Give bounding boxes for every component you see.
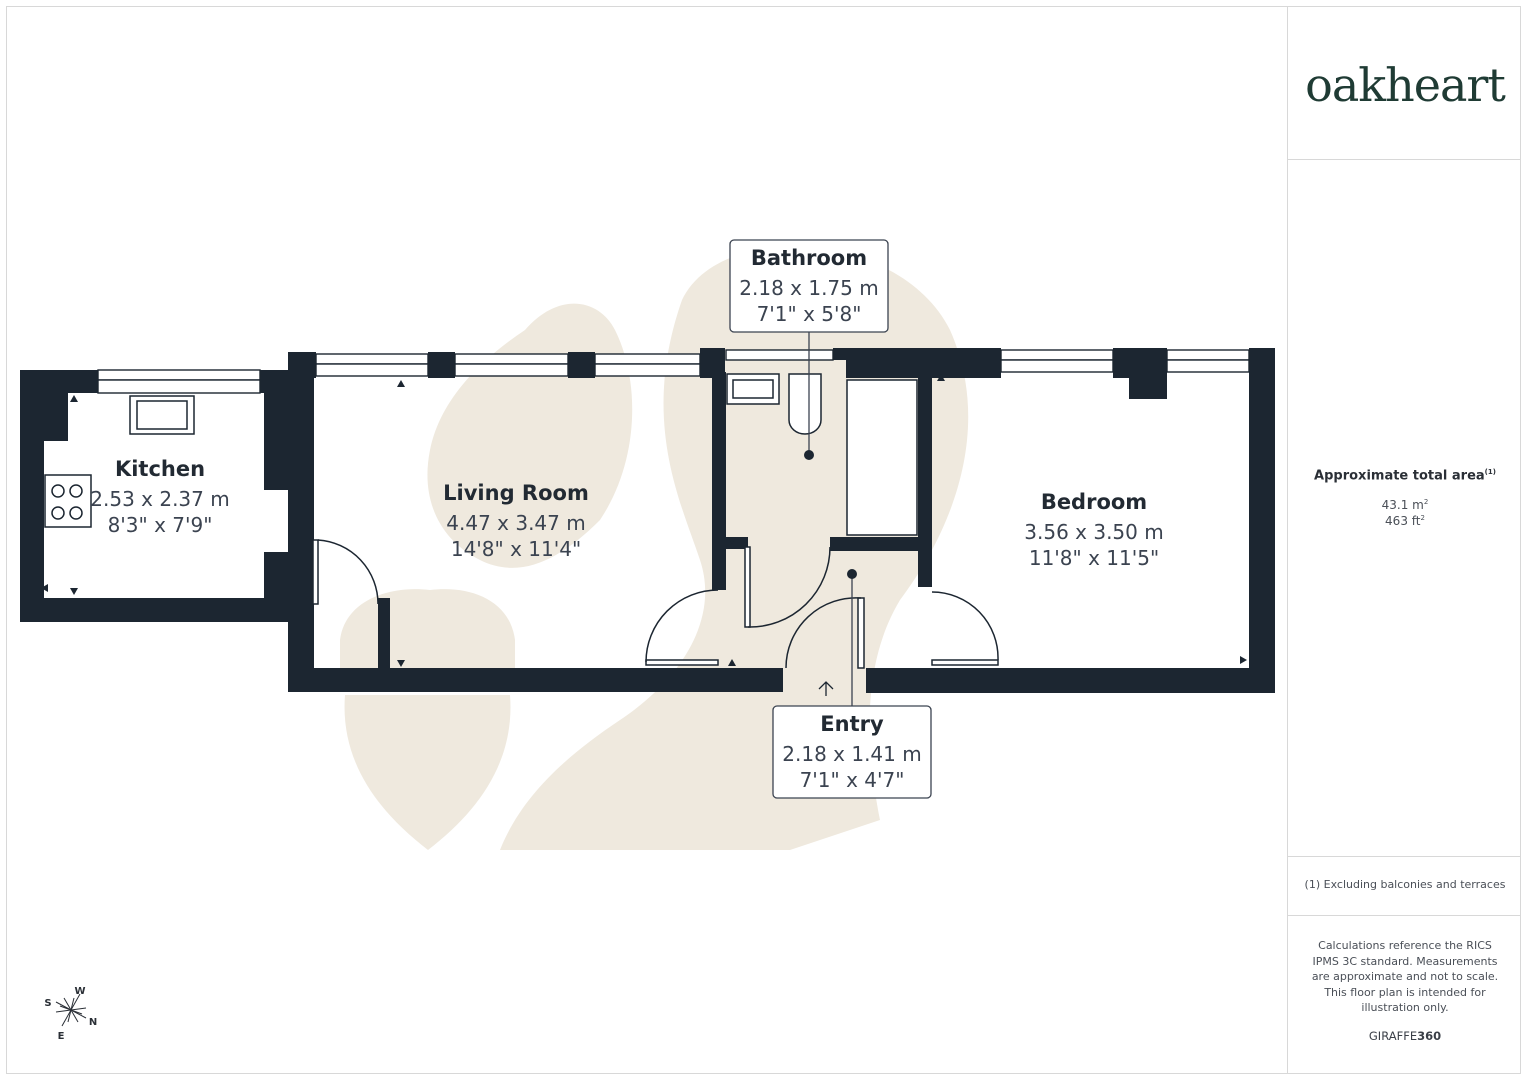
room-label-bedroom: Bedroom 3.56 x 3.50 m 11'8" x 11'5" bbox=[1024, 490, 1163, 570]
bedroom-imperial: 11'8" x 11'5" bbox=[1029, 546, 1159, 570]
divider bbox=[1288, 856, 1521, 857]
doors bbox=[312, 539, 999, 669]
kitchen-metric: 2.53 x 2.37 m bbox=[90, 487, 229, 511]
hob bbox=[44, 474, 92, 528]
room-label-entry: Entry 2.18 x 1.41 m 7'1" x 4'7" bbox=[772, 569, 932, 799]
windows bbox=[97, 349, 1250, 394]
bathtub bbox=[846, 379, 918, 536]
provider-brand: GIRAFFE360 bbox=[1368, 1029, 1442, 1043]
compass-s: S bbox=[44, 998, 51, 1009]
room-label-bathroom: Bathroom 2.18 x 1.75 m 7'1" x 5'8" bbox=[729, 239, 889, 460]
fixtures bbox=[44, 373, 918, 536]
entrance-arrow-icon bbox=[818, 681, 834, 696]
area-title: Approximate total area(1) bbox=[1314, 468, 1496, 484]
bathroom-metric: 2.18 x 1.75 m bbox=[739, 276, 878, 300]
walls bbox=[20, 348, 1275, 693]
info-sidebar: oakheart Approximate total area(1) 43.1 … bbox=[1287, 6, 1521, 1074]
compass-n: N bbox=[89, 1017, 97, 1028]
floor-plan: Bathroom 2.18 x 1.75 m 7'1" x 5'8" Entry… bbox=[20, 239, 1275, 1042]
divider bbox=[1288, 159, 1521, 160]
bathroom-name: Bathroom bbox=[751, 246, 867, 270]
bathroom-imperial: 7'1" x 5'8" bbox=[757, 302, 862, 326]
area-imperial: 463 ft2 bbox=[1385, 514, 1425, 528]
compass-rose-icon: W S N E bbox=[44, 986, 97, 1042]
footnote: (1) Excluding balconies and terraces bbox=[1304, 878, 1506, 891]
room-label-living-room: Living Room 4.47 x 3.47 m 14'8" x 11'4" bbox=[443, 481, 589, 561]
bedroom-metric: 3.56 x 3.50 m bbox=[1024, 520, 1163, 544]
kitchen-name: Kitchen bbox=[115, 457, 205, 481]
living-room-name: Living Room bbox=[443, 481, 589, 505]
bedroom-name: Bedroom bbox=[1041, 490, 1147, 514]
area-metric: 43.1 m2 bbox=[1381, 498, 1429, 512]
divider bbox=[1288, 915, 1521, 916]
living-room-imperial: 14'8" x 11'4" bbox=[451, 537, 581, 561]
entry-name: Entry bbox=[820, 712, 884, 736]
oakheart-logo: oakheart bbox=[1305, 58, 1506, 112]
disclaimer: Calculations reference the RICS IPMS 3C … bbox=[1311, 939, 1499, 1014]
kitchen-imperial: 8'3" x 7'9" bbox=[108, 513, 213, 537]
dimension-markers bbox=[41, 374, 1247, 667]
compass-w: W bbox=[74, 986, 85, 997]
living-room-metric: 4.47 x 3.47 m bbox=[446, 511, 585, 535]
page-frame bbox=[6, 6, 1521, 1074]
room-label-kitchen: Kitchen 2.53 x 2.37 m 8'3" x 7'9" bbox=[90, 457, 229, 537]
entry-imperial: 7'1" x 4'7" bbox=[800, 768, 905, 792]
entry-metric: 2.18 x 1.41 m bbox=[782, 742, 921, 766]
compass-e: E bbox=[58, 1031, 65, 1042]
toilet bbox=[788, 373, 822, 435]
